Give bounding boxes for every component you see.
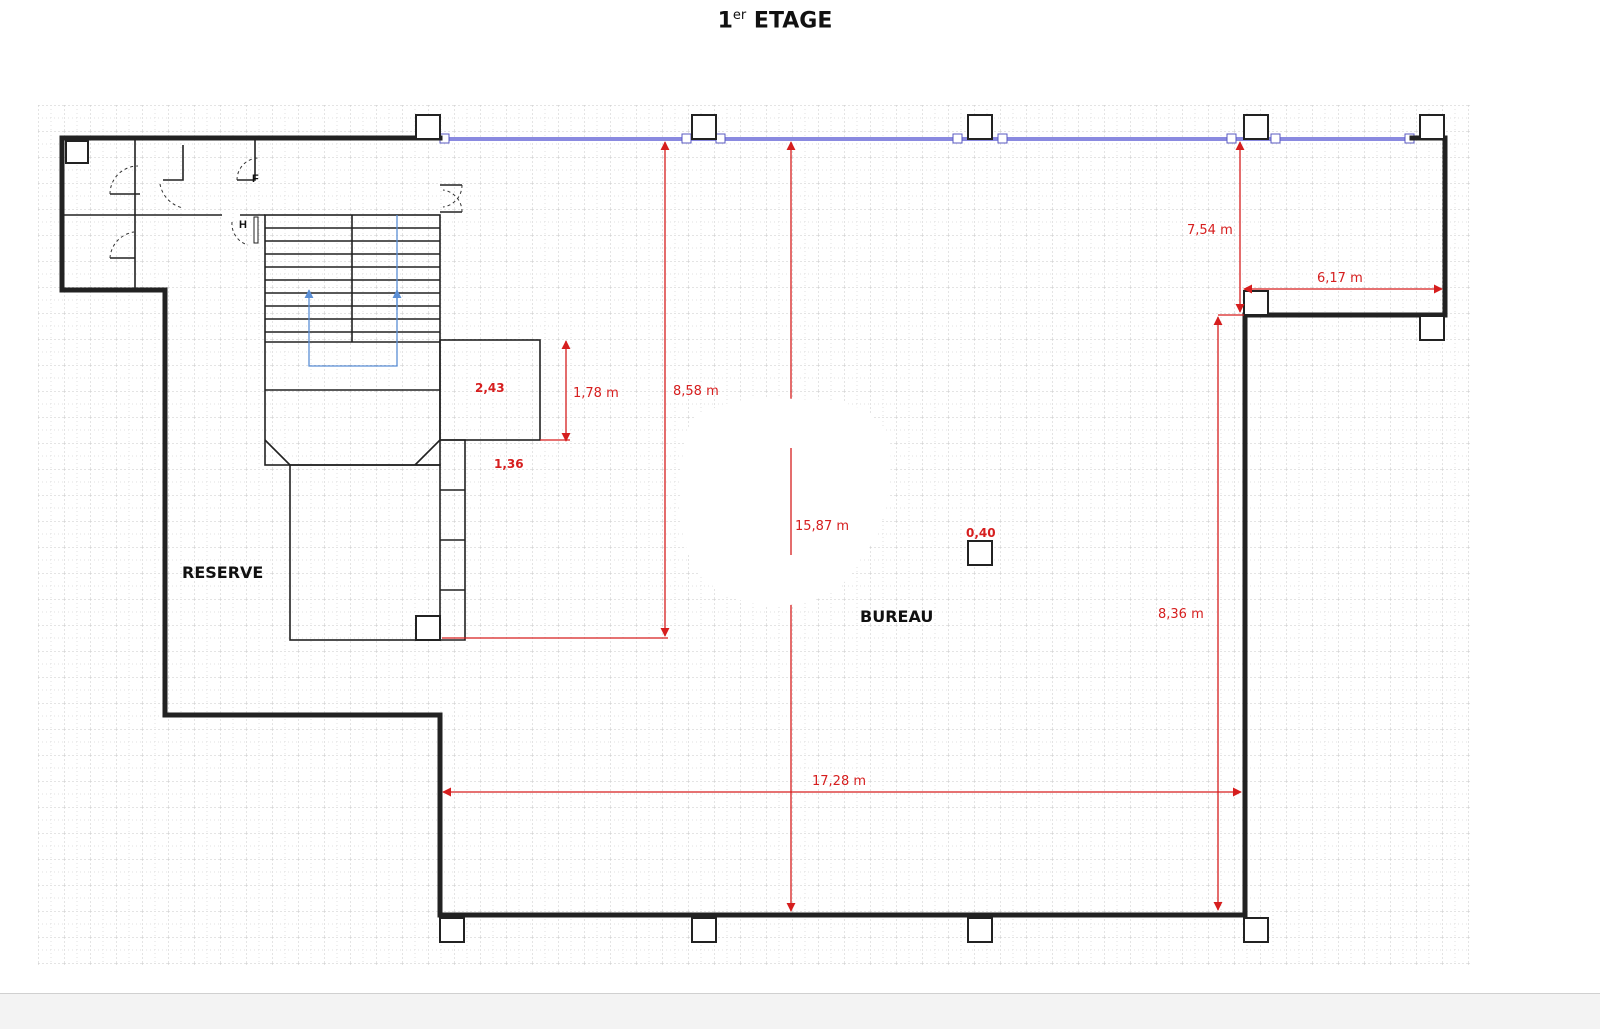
interior-walls (62, 138, 462, 290)
room-label-bureau: BUREAU (860, 607, 933, 626)
columns (65, 114, 1445, 943)
dimension-617: 6,17 m (1317, 271, 1363, 286)
door-label-f: F (252, 173, 259, 185)
bottom-bar (0, 993, 1600, 1029)
exterior-walls (59, 135, 1448, 918)
dimension-040: 0,40 (966, 526, 996, 540)
title-text: ETAGE (746, 8, 833, 34)
dimension-136: 1,36 (494, 457, 524, 471)
dimension-754: 7,54 m (1187, 223, 1233, 238)
dimension-836: 8,36 m (1158, 607, 1204, 622)
dimension-1587: 15,87 m (795, 519, 849, 534)
doors (109, 157, 463, 259)
room-label-reserve: RESERVE (182, 563, 263, 582)
stair-direction-arrows (304, 215, 402, 367)
door-label-h: H (239, 219, 247, 231)
handrail (253, 216, 259, 244)
title-superscript: er (732, 8, 747, 23)
label-mask (680, 397, 891, 606)
staircase (264, 214, 541, 641)
dimension-178: 1,78 m (573, 386, 619, 401)
plan-title: 1er ETAGE (0, 8, 1550, 33)
dimension-1728: 17,28 m (812, 774, 866, 789)
dimension-858: 8,58 m (673, 384, 719, 399)
dimension-243: 2,43 (475, 381, 505, 395)
title-number: 1 (717, 8, 733, 34)
